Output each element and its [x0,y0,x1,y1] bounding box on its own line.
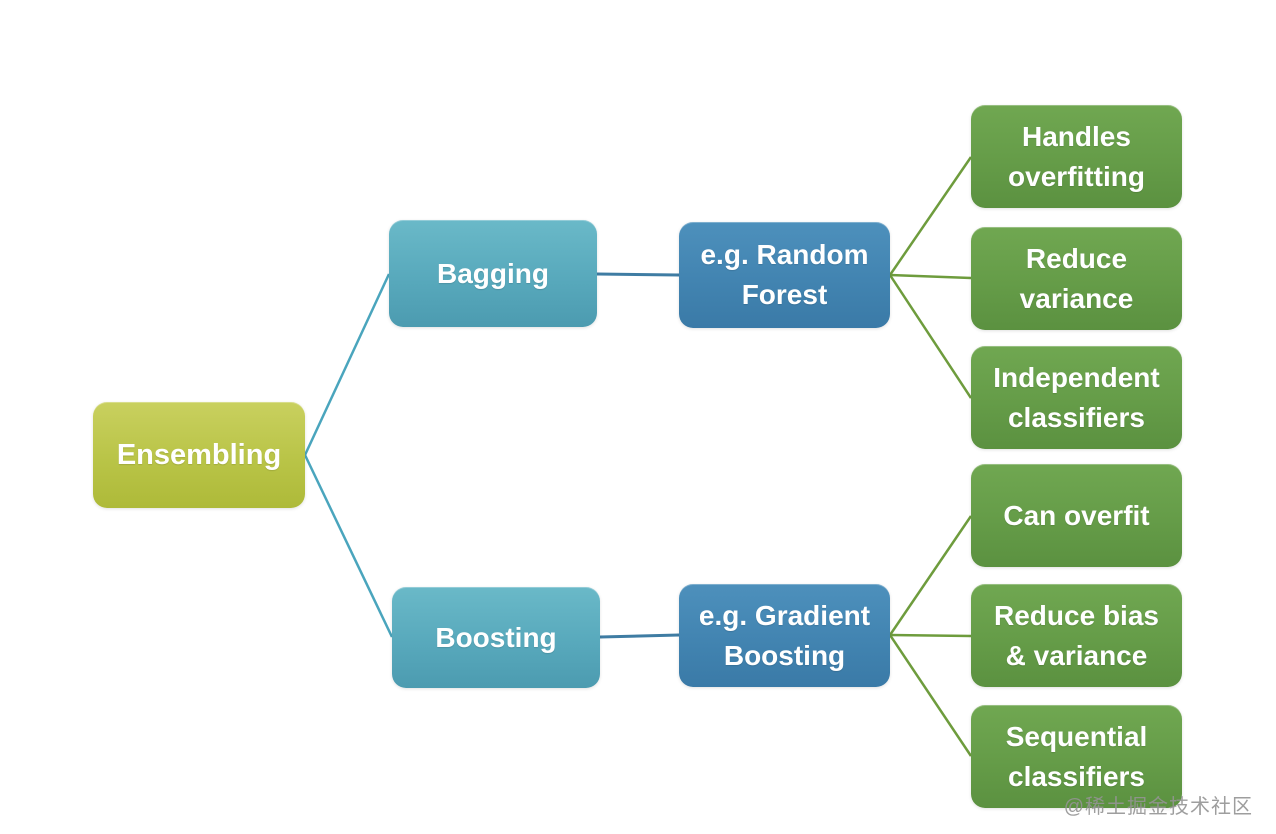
node-bagging: Bagging [389,220,597,327]
leaf-reduce-bias-variance: Reduce bias & variance [971,584,1182,687]
leaf-handles-overfitting: Handles overfitting [971,105,1182,208]
leaf-independent-classifiers: Independent classifiers [971,346,1182,449]
node-ensembling: Ensembling [93,402,305,508]
node-example-gradient-boosting: e.g. Gradient Boosting [679,584,890,687]
connector-gb-can-overfit [888,515,973,636]
connector-rf-independent-classifiers [888,274,973,399]
node-example-random-forest: e.g. Random Forest [679,222,890,328]
connector-rf-reduce-variance [889,273,972,280]
leaf-reduce-variance: Reduce variance [971,227,1182,330]
leaf-sequential-classifiers: Sequential classifiers [971,705,1182,808]
connector-root-bagging [303,273,391,456]
connector-bagging-random-forest [596,272,680,277]
connector-boosting-gradient-boosting [599,633,680,639]
connector-gb-sequential-classifiers [888,634,973,757]
node-boosting: Boosting [392,587,600,688]
connector-root-boosting [303,454,394,638]
watermark: @稀土掘金技术社区 [1063,796,1253,818]
connector-rf-handles-overfitting [888,156,973,276]
leaf-can-overfit: Can overfit [971,464,1182,567]
connector-gb-reduce-bias-variance [889,633,972,638]
